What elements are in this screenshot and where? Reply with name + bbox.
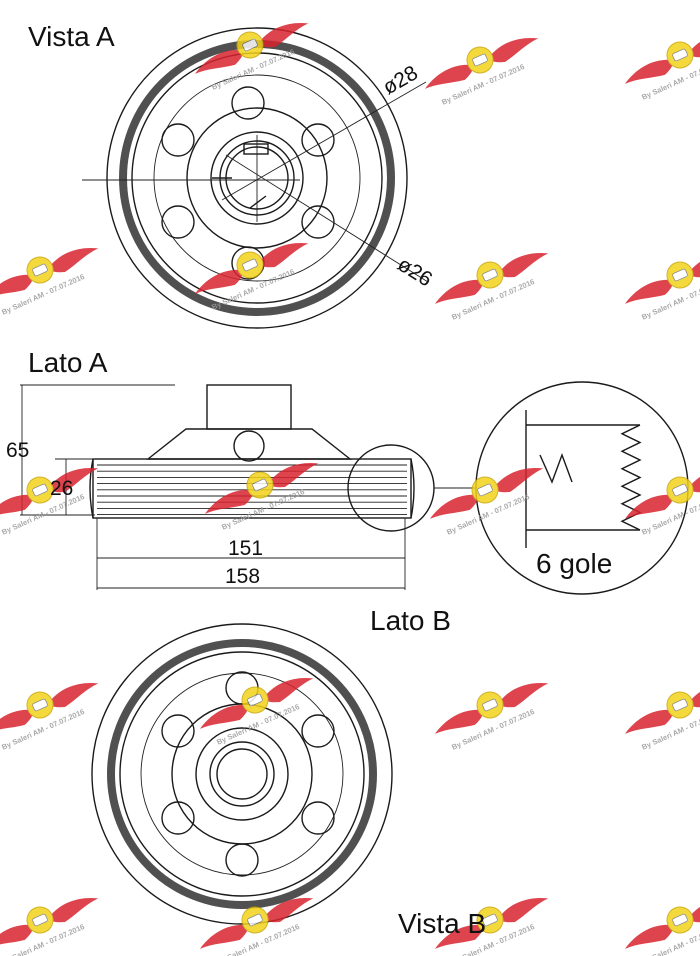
watermark-logo: By Saleri AM - 07.07.2016 bbox=[624, 683, 700, 752]
watermark-logo: By Saleri AM - 07.07.2016 bbox=[624, 468, 700, 537]
watermark-logo: By Saleri AM - 07.07.2016 bbox=[0, 898, 99, 956]
bore-inner-dimension: ø26 bbox=[393, 253, 436, 292]
watermark-logo: By Saleri AM - 07.07.2016 bbox=[434, 683, 549, 752]
watermark-layer: By Saleri AM - 07.07.2016 By Saleri AM - … bbox=[0, 23, 700, 956]
bolt-hole bbox=[225, 843, 259, 877]
watermark-logo: By Saleri AM - 07.07.2016 bbox=[624, 898, 700, 956]
watermark-logo: By Saleri AM - 07.07.2016 bbox=[424, 38, 539, 107]
width-inner-dimension: 151 bbox=[228, 537, 263, 560]
view-b-label: Vista B bbox=[398, 908, 486, 939]
height-total-dimension: 65 bbox=[6, 439, 29, 462]
bolt-hole bbox=[161, 123, 195, 157]
watermark-logo: By Saleri AM - 07.07.2016 bbox=[429, 468, 544, 537]
watermark-logo: By Saleri AM - 07.07.2016 bbox=[624, 253, 700, 322]
width-outer-dimension: 158 bbox=[225, 565, 260, 588]
bolt-hole bbox=[301, 714, 335, 748]
watermark-logo: By Saleri AM - 07.07.2016 bbox=[624, 33, 700, 102]
bolt-hole bbox=[301, 801, 335, 835]
view-a-label: Vista A bbox=[28, 21, 115, 52]
bolt-hole bbox=[301, 205, 335, 239]
bore-outer-dimension: ø28 bbox=[379, 61, 422, 99]
bolt-hole bbox=[161, 205, 195, 239]
side-b-label: Lato B bbox=[370, 605, 451, 636]
view-b-drawing bbox=[91, 623, 393, 925]
bolt-hole bbox=[161, 801, 195, 835]
watermark-logo: By Saleri AM - 07.07.2016 bbox=[0, 683, 99, 752]
bolt-hole bbox=[231, 86, 265, 120]
watermark-logo: By Saleri AM - 07.07.2016 bbox=[0, 248, 99, 317]
watermark-logo: By Saleri AM - 07.07.2016 bbox=[434, 253, 549, 322]
bolt-hole bbox=[301, 123, 335, 157]
bolt-hole bbox=[161, 714, 195, 748]
height-pulley-dimension: 26 bbox=[50, 477, 73, 500]
watermark-logo: By Saleri AM - 07.07.2016 bbox=[204, 463, 319, 532]
grooves-label: 6 gole bbox=[536, 548, 612, 579]
side-a-label: Lato A bbox=[28, 347, 108, 378]
